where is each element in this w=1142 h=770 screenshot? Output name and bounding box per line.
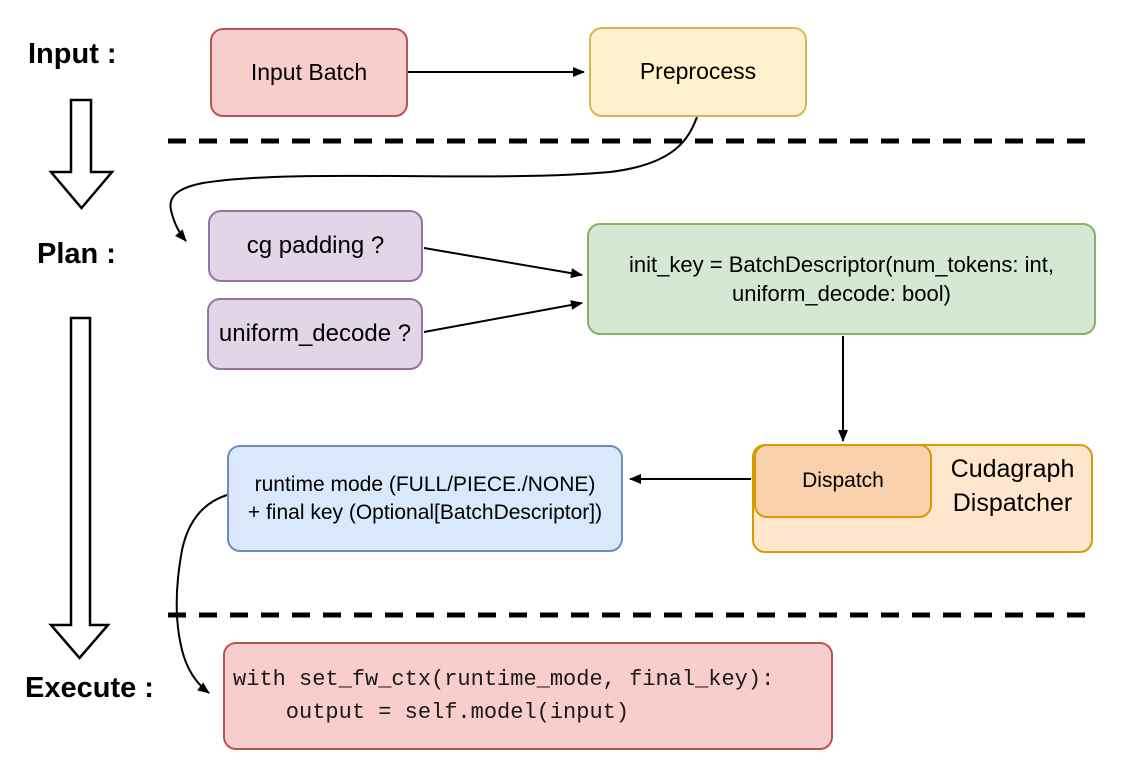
node-init-key-line2: uniform_decode: bool) (732, 281, 951, 306)
stage-arrow-plan-to-execute-icon (48, 316, 111, 660)
edge-uniformdecode-initkey (423, 300, 583, 333)
edge-runtimemode-executecode (175, 494, 228, 694)
node-uniform-decode: uniform_decode ? (207, 298, 423, 370)
execute-code-line1: with set_fw_ctx(runtime_mode, final_key)… (233, 667, 775, 692)
execute-code-line2: output = self.model(input) (233, 700, 630, 725)
node-execute-code: with set_fw_ctx(runtime_mode, final_key)… (223, 642, 833, 750)
stage-label-plan: Plan : (37, 238, 116, 270)
cudagraph-label-line1: Cudagraph (950, 455, 1075, 483)
edge-cgpadding-initkey (423, 247, 583, 279)
node-dispatch-label: Dispatch (802, 469, 884, 493)
node-preprocess-label: Preprocess (639, 58, 757, 85)
edge-preprocess-cgpadding (169, 116, 698, 242)
node-runtime-mode-line2: + final key (Optional[BatchDescriptor]) (247, 500, 603, 524)
node-init-key: init_key = BatchDescriptor(num_tokens: i… (587, 223, 1096, 335)
node-cudagraph-dispatcher-label: Cudagraph Dispatcher (932, 453, 1093, 521)
node-cg-padding: cg padding ? (208, 210, 423, 282)
node-runtime-mode: runtime mode (FULL/PIECE./NONE) + final … (227, 445, 623, 552)
cudagraph-label-line2: Dispatcher (952, 488, 1073, 517)
node-preprocess: Preprocess (589, 27, 807, 117)
node-cg-padding-label: cg padding ? (246, 232, 385, 260)
node-dispatch: Dispatch (754, 444, 932, 518)
stage-arrow-input-to-plan-icon (48, 98, 115, 210)
stage-label-execute: Execute : (25, 672, 154, 704)
node-input-batch-label: Input Batch (250, 58, 368, 85)
node-input-batch: Input Batch (210, 28, 408, 117)
stage-label-input: Input : (28, 38, 117, 70)
node-runtime-mode-line1: runtime mode (FULL/PIECE./NONE) (254, 472, 596, 496)
node-init-key-line1: init_key = BatchDescriptor(num_tokens: i… (629, 251, 1054, 277)
node-uniform-decode-label: uniform_decode ? (218, 320, 412, 348)
